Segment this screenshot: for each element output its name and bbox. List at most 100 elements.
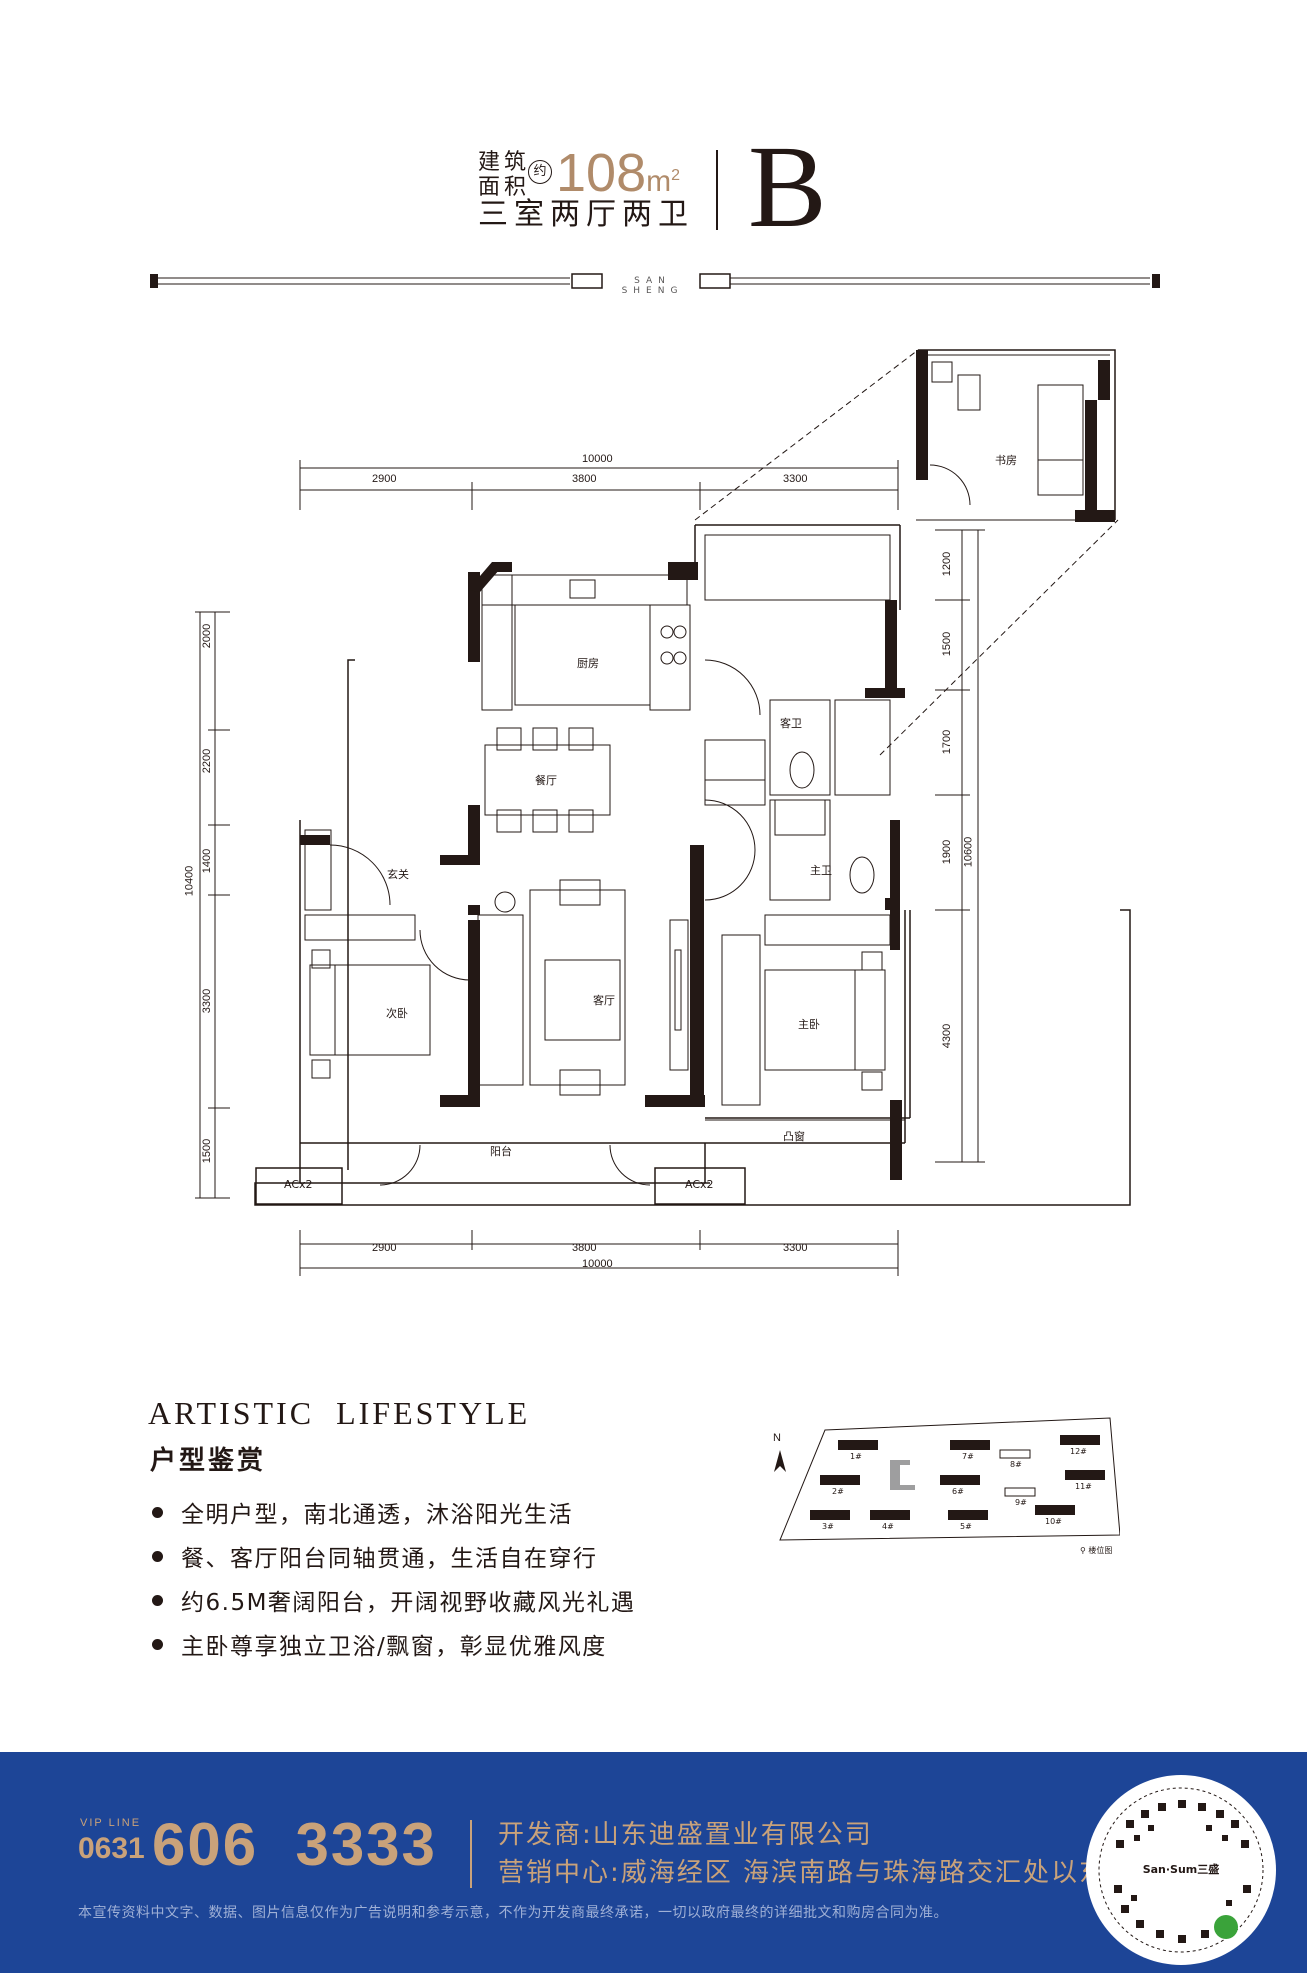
kitchen-fixtures (481, 574, 691, 711)
bullet-icon (152, 1638, 163, 1650)
brand-bar-lines (150, 273, 1160, 289)
room-master-bath: 主卫 (810, 864, 832, 877)
features-title-en: ARTISTIC LIFESTYLE (148, 1395, 531, 1431)
unit-letter: B (748, 121, 827, 252)
building-5: 5# (960, 1522, 972, 1531)
mini-program-qr[interactable]: San·Sum三盛 (1086, 1775, 1276, 1965)
dim-right-total: 10600 (962, 836, 975, 868)
features-list: 全明户型，南北通透，沐浴阳光生活 餐、客厅阳台同轴贯通，生活自在穿行 约6.5M… (152, 1490, 712, 1666)
building-3: 3# (822, 1522, 834, 1531)
dim-bottom-seg3: 3300 (783, 1242, 808, 1254)
walls-thin (254, 524, 1131, 1206)
walls-thick (300, 562, 905, 1180)
dim-lines-left (195, 611, 230, 1199)
north-balcony (704, 534, 891, 601)
bath-fixtures (704, 699, 891, 901)
phone-area-code: 0631 (78, 1832, 145, 1865)
header: 建筑 面积 约 108m2 三室两厅两卫 B (0, 0, 1307, 300)
room-bay-window: 凸窗 (783, 1130, 805, 1143)
area-value: 108m2 (556, 146, 680, 209)
study-callout (694, 349, 1119, 756)
building-12: 12# (1070, 1447, 1087, 1456)
brand-bar-text: SAN SHENG (621, 276, 684, 296)
ac-left: ACx2 (284, 1178, 313, 1191)
second-bedroom-fixtures (304, 829, 431, 1079)
header-divider (716, 150, 718, 230)
ac-right: ACx2 (685, 1178, 714, 1191)
floorplan: 10000 2900 3800 3300 2900 3800 3300 1000… (0, 300, 1307, 1300)
brand-bar: SAN SHENG (150, 272, 1160, 296)
disclaimer: 本宣传资料中文字、数据、图片信息仅作为广告说明和参考示意，不作为开发商最终承诺，… (78, 1905, 948, 1921)
building-9: 9# (1015, 1498, 1027, 1507)
dining-table (484, 727, 611, 833)
dim-top-seg2: 3800 (572, 473, 597, 485)
area-unit: m2 (646, 165, 681, 198)
room-dining: 餐厅 (535, 774, 557, 787)
building-10: 10# (1045, 1517, 1062, 1526)
study-inset (916, 349, 1116, 522)
building-11: 11# (1075, 1482, 1092, 1491)
developer-info: 开发商:山东迪盛置业有限公司 (498, 1820, 873, 1850)
room-study: 书房 (995, 454, 1017, 467)
bay-window (705, 1119, 906, 1140)
dim-top-total: 10000 (582, 453, 613, 465)
dim-right-seg4: 1900 (941, 839, 954, 865)
dim-lines-right (935, 529, 985, 1163)
dim-right-seg1: 1200 (941, 551, 954, 577)
room-kitchen: 厨房 (577, 657, 599, 670)
site-map-legend: ⚲ 楼位图 (1080, 1546, 1113, 1555)
dim-right-seg5: 4300 (941, 1023, 954, 1049)
building-4: 4# (882, 1522, 894, 1531)
building-7: 7# (962, 1452, 974, 1461)
vip-line-label: VIP LINE (80, 1817, 142, 1829)
dim-bottom-seg2: 3800 (572, 1242, 597, 1254)
bullet-icon (152, 1594, 163, 1606)
site-map-drawing (774, 1417, 1120, 1541)
bullet-icon (152, 1506, 163, 1518)
north-arrow-icon (774, 1450, 786, 1472)
door-swings (329, 659, 761, 1186)
room-guest-bath: 客卫 (780, 717, 802, 730)
feature-item: 约6.5M奢阔阳台，开阔视野收藏风光礼遇 (152, 1578, 712, 1622)
dim-left-seg2: 2200 (201, 748, 214, 774)
room-second-bedroom: 次卧 (386, 1007, 408, 1020)
floorplan-drawing (195, 349, 1131, 1276)
feature-item: 主卧尊享独立卫浴/飘窗，彰显优雅风度 (152, 1622, 712, 1666)
approx-badge: 约 (528, 160, 552, 184)
area-label-line2: 面积 (478, 175, 531, 200)
dim-left-total: 10400 (183, 865, 196, 897)
layout-type: 三室两厅两卫 (478, 197, 694, 232)
room-balcony: 阳台 (490, 1145, 512, 1158)
dim-left-seg4: 3300 (201, 988, 214, 1014)
area-number: 108 (556, 143, 647, 203)
feature-item: 餐、客厅阳台同轴贯通，生活自在穿行 (152, 1534, 712, 1578)
dim-left-seg1: 2000 (201, 623, 214, 649)
room-living: 客厅 (593, 994, 615, 1007)
dim-lines-top (299, 460, 899, 510)
north-label: N (773, 1432, 781, 1444)
feature-item: 全明户型，南北通透，沐浴阳光生活 (152, 1490, 712, 1534)
master-bedroom-fixtures (721, 914, 891, 1106)
dim-left-seg3: 1400 (201, 848, 214, 874)
footer-divider (470, 1820, 472, 1888)
building-6: 6# (952, 1487, 964, 1496)
area-label-line1: 建筑 (478, 150, 531, 175)
building-8: 8# (1010, 1460, 1022, 1469)
building-1: 1# (850, 1452, 862, 1461)
dim-lines-bottom (299, 1230, 899, 1276)
phone-number[interactable]: 606 3333 (152, 1811, 437, 1878)
building-2: 2# (832, 1487, 844, 1496)
room-entrance: 玄关 (387, 868, 409, 881)
dim-right-seg3: 1700 (941, 729, 954, 755)
living-furniture (477, 879, 689, 1096)
dim-bottom-seg1: 2900 (372, 1242, 397, 1254)
site-map: N 1# 2# 3# 4# 5# 6# 7# 8# 9# 10# 11# 12#… (770, 1410, 1120, 1560)
qr-brand-label: San·Sum三盛 (1142, 1863, 1220, 1876)
dim-top-seg1: 2900 (372, 473, 397, 485)
dim-right-seg2: 1500 (941, 631, 954, 657)
qr-code-icon (1098, 1787, 1264, 1953)
sales-center-info: 营销中心:威海经区 海滨南路与珠海路交汇处以东 (498, 1858, 1108, 1888)
dim-left-seg5: 1500 (201, 1138, 214, 1164)
bullet-icon (152, 1550, 163, 1562)
room-master-bedroom: 主卧 (798, 1018, 820, 1031)
